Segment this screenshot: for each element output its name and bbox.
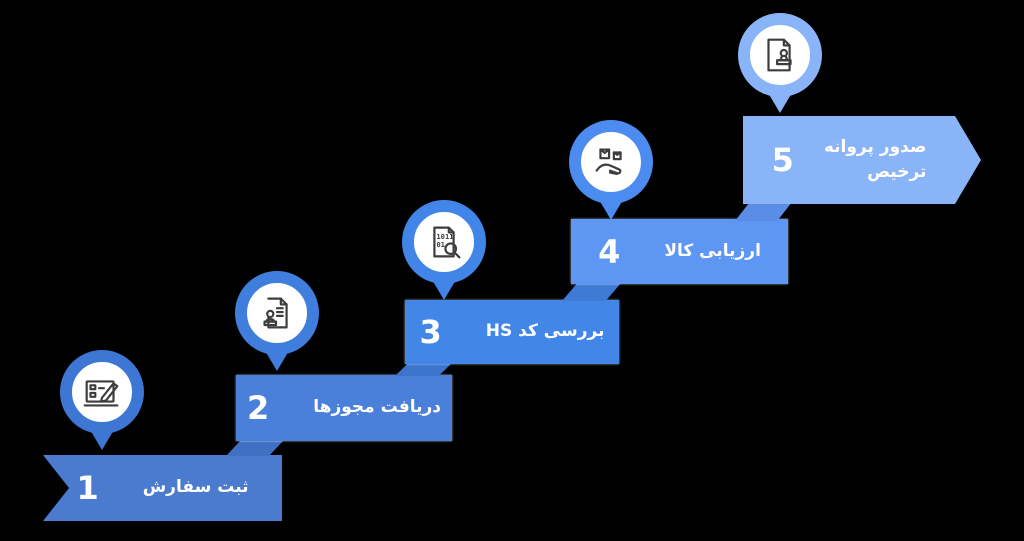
fold-step4-to-step3 — [562, 283, 621, 301]
step-1-pin-tail — [89, 428, 115, 450]
svg-text:1011: 1011 — [436, 232, 453, 241]
fold-step5-to-step4 — [735, 202, 792, 221]
step-2-label: دریافت مجوزها — [313, 397, 441, 418]
step-5-pin — [738, 13, 822, 117]
step-5-banner: صدور پروانه ترخیص 5 — [743, 116, 981, 204]
step-1-banner: ثبت سفارش 1 — [43, 455, 282, 521]
step-5-pin-circle — [738, 13, 822, 97]
step-3-number: 3 — [419, 313, 442, 351]
hs-code-search-icon: 1011 01 — [421, 219, 467, 265]
step-5-pin-tail — [767, 91, 793, 113]
step-2-number: 2 — [247, 389, 270, 427]
step-4-number: 4 — [598, 232, 621, 271]
fold-step3-to-step2 — [395, 361, 454, 376]
step-4-banner: ارزیابی کالا 4 — [571, 219, 788, 284]
goods-evaluation-icon — [588, 139, 634, 185]
step-4-pin-tail — [598, 198, 624, 220]
step-2-pin-circle — [235, 271, 319, 355]
step-1-pin-circle — [60, 350, 144, 434]
step-3-pin-circle: 1011 01 — [402, 200, 486, 284]
step-3-pin: 1011 01 — [402, 200, 486, 304]
step-2-pin-tail — [264, 349, 290, 371]
fold-step2-to-step1 — [226, 440, 284, 456]
step-1-pin — [60, 350, 144, 454]
step-4-pin — [569, 120, 653, 224]
clearance-stamp-icon — [757, 32, 803, 78]
step-5-number: 5 — [771, 141, 794, 179]
step-2-banner: دریافت مجوزها 2 — [236, 375, 452, 441]
order-registration-icon — [79, 369, 125, 415]
step-3-banner: بررسی کد HS 3 — [405, 300, 619, 364]
svg-text:01: 01 — [436, 240, 445, 249]
step-4-pin-circle — [569, 120, 653, 204]
step-4-label: ارزیابی کالا — [664, 240, 761, 261]
step-1-label: ثبت سفارش — [142, 477, 249, 498]
permit-document-icon — [254, 290, 300, 336]
step-3-pin-tail — [431, 278, 457, 300]
step-5-label: صدور پروانه ترخیص — [823, 136, 927, 182]
step-3-label: بررسی کد HS — [485, 321, 605, 342]
step-2-pin — [235, 271, 319, 375]
step-1-number: 1 — [76, 469, 99, 507]
